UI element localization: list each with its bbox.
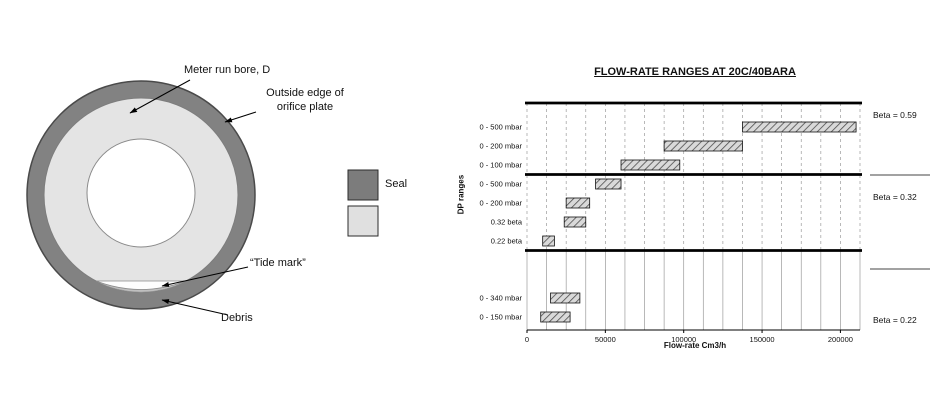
range-bar: [540, 311, 571, 323]
x-tick-label: 150000: [750, 335, 775, 344]
outside-edge-label: Outside edge of orifice plate: [266, 87, 344, 114]
row-label: 0 - 340 mbar: [479, 294, 522, 303]
range-bar: [620, 159, 681, 171]
x-tick-label: 200000: [828, 335, 853, 344]
row-label: 0 - 500 mbar: [479, 180, 522, 189]
row-label: 0.32 beta: [491, 218, 523, 227]
row-label: 0 - 100 mbar: [479, 161, 522, 170]
legend-swatch-plate: [347, 205, 379, 237]
range-bar: [550, 292, 581, 304]
range-bar: [563, 216, 587, 228]
range-bar: [742, 121, 857, 133]
x-tick-label: 100000: [671, 335, 696, 344]
outside-edge-leader-arrow: [224, 111, 257, 123]
legend-swatch-seal: [347, 169, 379, 201]
row-label: 0 - 200 mbar: [479, 199, 522, 208]
row-label: 0 - 150 mbar: [479, 313, 522, 322]
range-bar: [542, 235, 555, 247]
orifice-plate-diagram: [26, 79, 379, 316]
beta-label: Beta = 0.22: [873, 315, 917, 325]
row-label: 0 - 200 mbar: [479, 142, 522, 151]
bore-label: Meter run bore, D: [184, 64, 271, 76]
legend-label-seal: Seal: [385, 178, 408, 190]
beta-label: Beta = 0.32: [873, 192, 917, 202]
debris-label: Debris: [221, 312, 253, 324]
row-label: 0.22 beta: [491, 237, 523, 246]
bore-circle: [86, 138, 196, 248]
x-tick-label: 0: [525, 335, 529, 344]
tide-mark-leader-arrow: [161, 266, 249, 287]
chart-title: FLOW-RATE RANGES AT 20C/40BARA: [594, 66, 796, 78]
beta-label: Beta = 0.59: [873, 110, 917, 120]
range-bar: [595, 178, 622, 190]
row-label: 0 - 500 mbar: [479, 123, 522, 132]
x-axis-label: Flow-rate Cm3/h: [663, 341, 727, 350]
range-bar: [663, 140, 743, 152]
range-bar: [565, 197, 591, 209]
flow-rate-chart: 0 - 500 mbar 0 - 200 mbar 0 - 100 mbar 0 - …: [479, 101, 930, 344]
x-tick-label: 50000: [595, 335, 616, 344]
tide-mark-label: “Tide mark”: [250, 257, 306, 269]
bore-leader-arrow: [129, 79, 191, 114]
debris-leader-arrow: [161, 299, 229, 316]
